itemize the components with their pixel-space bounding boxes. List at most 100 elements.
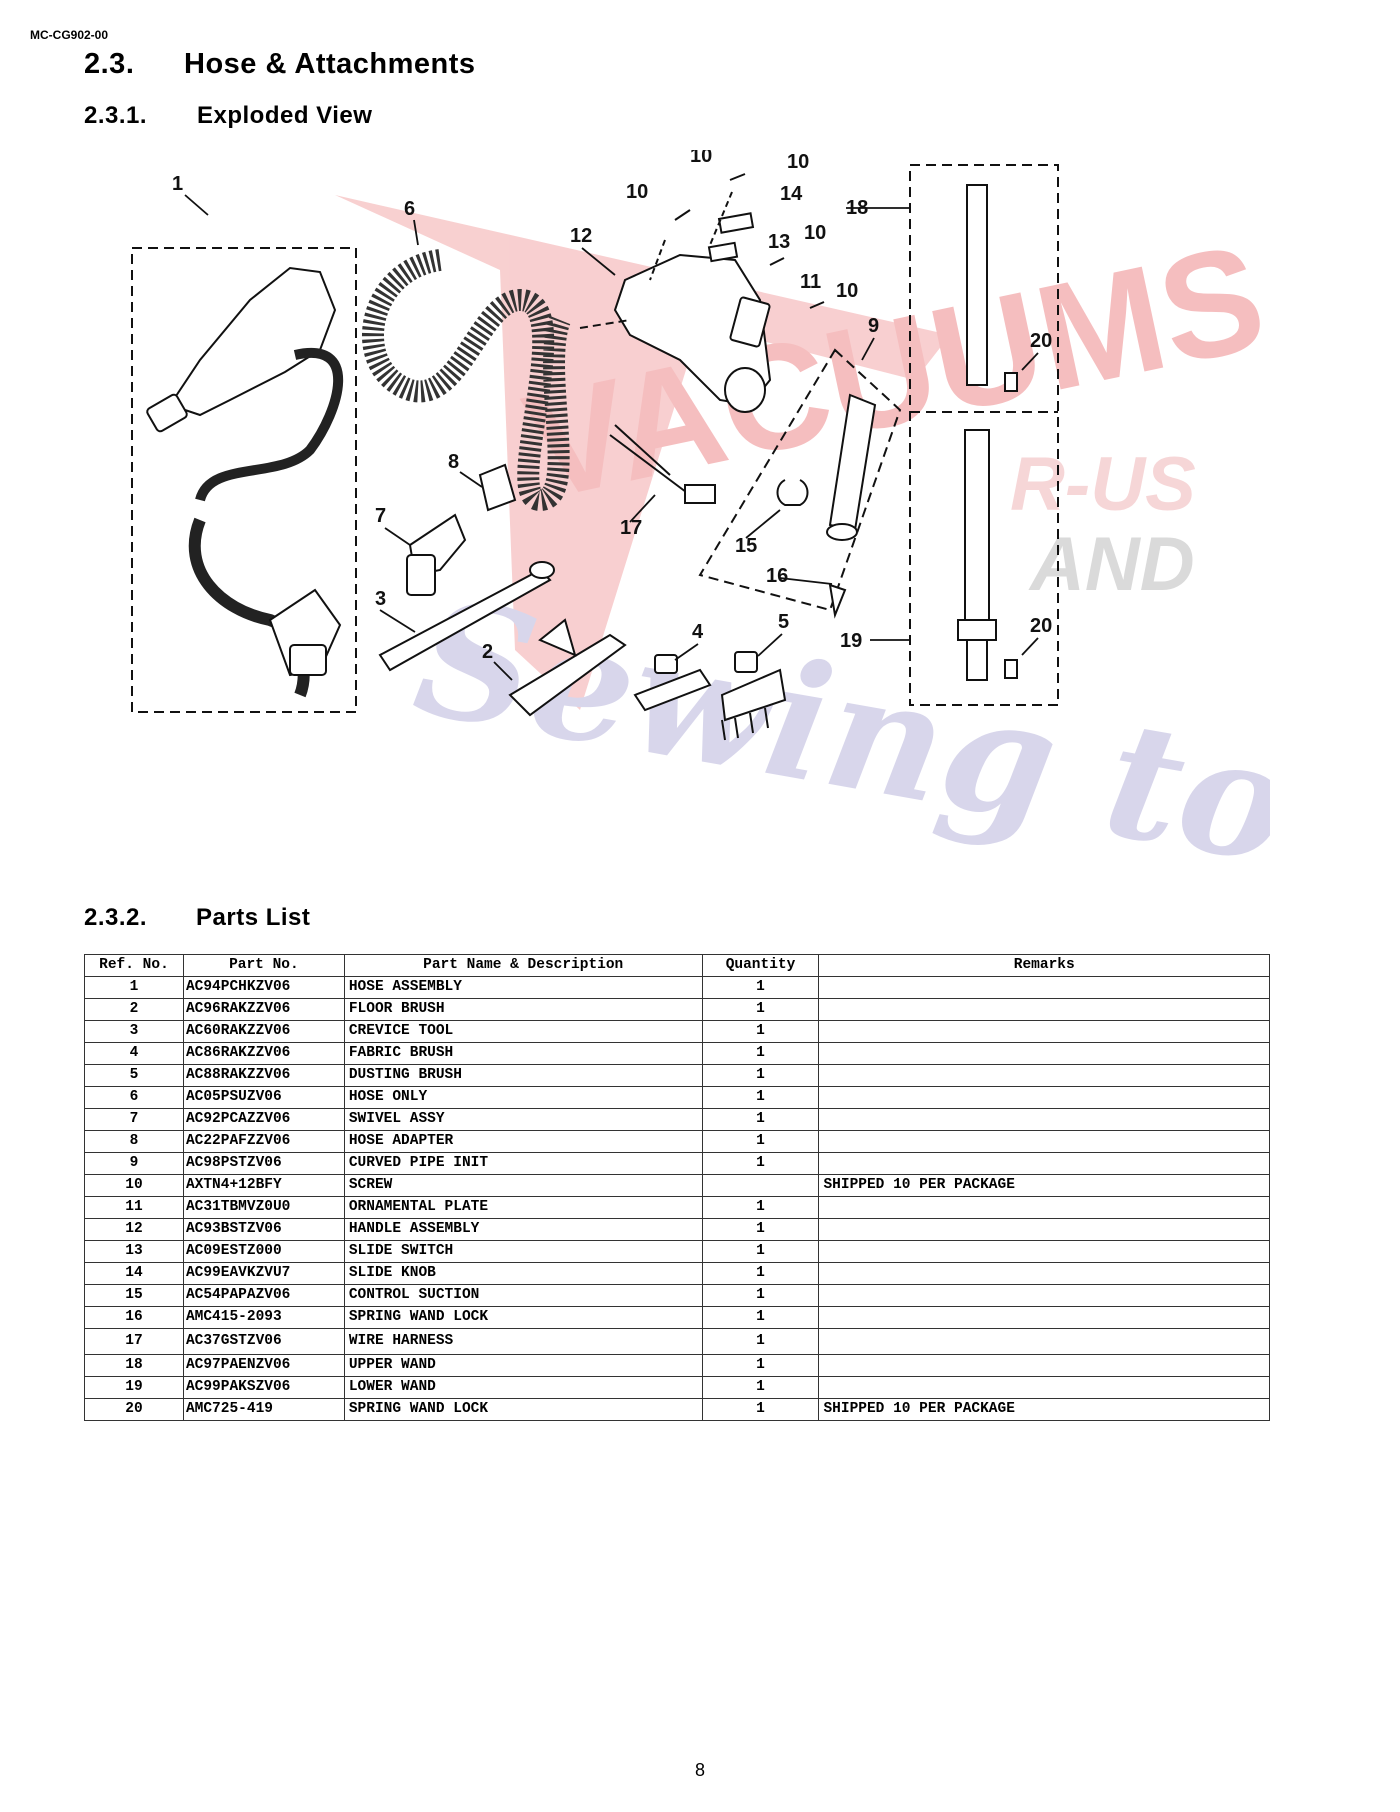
callout-10-d: 10 — [804, 222, 826, 244]
wand-parts — [909, 164, 1059, 706]
callout-10-b: 10 — [787, 151, 809, 173]
cell-remarks — [818, 976, 1270, 999]
exploded-view-number: 2.3.1. — [84, 102, 148, 129]
callout-7: 7 — [375, 505, 386, 527]
callout-3: 3 — [375, 588, 386, 610]
cell-ref: 20 — [84, 1398, 184, 1421]
cell-remarks — [818, 1218, 1270, 1241]
cell-part-no: AXTN4+12BFY — [182, 1174, 345, 1197]
cell-remarks — [818, 1064, 1270, 1087]
exploded-view-drawing: VACUUMS R-US AND Sewing too — [131, 150, 1270, 870]
cell-quantity: 1 — [701, 1398, 820, 1421]
cell-quantity: 1 — [701, 1130, 820, 1153]
cell-part-no: AMC725-419 — [182, 1398, 345, 1421]
callout-15: 15 — [735, 535, 757, 557]
hose-assembly-part — [131, 247, 357, 713]
cell-part-no: AC31TBMVZ0U0 — [182, 1196, 345, 1219]
cell-remarks — [818, 1086, 1270, 1109]
cell-quantity: 1 — [701, 1086, 820, 1109]
cell-quantity: 1 — [701, 1020, 820, 1043]
cell-remarks — [818, 1042, 1270, 1065]
cell-remarks — [818, 1196, 1270, 1219]
cell-part-no: AC93BSTZV06 — [182, 1218, 345, 1241]
cell-ref: 9 — [84, 1152, 184, 1175]
cell-ref: 6 — [84, 1086, 184, 1109]
cell-ref: 12 — [84, 1218, 184, 1241]
floor-brush-part — [508, 618, 627, 717]
cell-quantity: 1 — [701, 976, 820, 999]
cell-part-name: HOSE ONLY — [343, 1086, 703, 1109]
cell-part-no: AC94PCHKZV06 — [182, 976, 345, 999]
callout-9: 9 — [868, 315, 879, 337]
cell-part-no: AC99PAKSZV06 — [182, 1376, 345, 1399]
cell-remarks — [818, 1152, 1270, 1175]
cell-part-no: AMC415-2093 — [182, 1306, 345, 1329]
cell-part-no: AC98PSTZV06 — [182, 1152, 345, 1175]
cell-ref: 2 — [84, 998, 184, 1021]
swivel-and-adapter-parts — [406, 463, 517, 596]
cell-remarks — [818, 1020, 1270, 1043]
parts-list-heading: 2.3.2.Parts List — [84, 904, 310, 932]
header-quantity: Quantity — [701, 954, 820, 977]
callout-1: 1 — [172, 173, 183, 195]
cell-part-name: HOSE ASSEMBLY — [343, 976, 703, 999]
callout-12: 12 — [570, 225, 592, 247]
wire-harness-part — [609, 424, 716, 504]
cell-ref: 1 — [84, 976, 184, 999]
handle-assembly-part — [579, 253, 772, 413]
watermark: VACUUMS R-US AND Sewing too — [335, 195, 1270, 870]
cell-part-no: AC88RAKZZV06 — [182, 1064, 345, 1087]
header-part-no: Part No. — [182, 954, 345, 977]
cell-remarks — [818, 1108, 1270, 1131]
cell-quantity: 1 — [701, 1196, 820, 1219]
cell-quantity: 1 — [701, 1262, 820, 1285]
cell-quantity: 1 — [701, 1152, 820, 1175]
cell-part-name: SLIDE KNOB — [343, 1262, 703, 1285]
header-part-name: Part Name & Description — [343, 954, 703, 977]
fabric-and-dusting-brushes — [633, 651, 787, 741]
table-header-row: Ref. No. Part No. Part Name & Descriptio… — [84, 954, 1270, 977]
cell-part-name: SPRING WAND LOCK — [343, 1306, 703, 1329]
section-number: 2.3. — [84, 48, 135, 80]
cell-part-no: AC92PCAZZV06 — [182, 1108, 345, 1131]
crevice-tool-part — [378, 561, 555, 672]
curved-pipe-unit-part — [698, 348, 902, 619]
hose-only-part — [362, 249, 571, 512]
cell-ref: 11 — [84, 1196, 184, 1219]
page-number: 8 — [694, 1760, 705, 1780]
cell-ref: 7 — [84, 1108, 184, 1131]
callout-20-b: 20 — [1030, 615, 1052, 637]
cell-quantity: 1 — [701, 1240, 820, 1263]
section-title: Hose & Attachments — [184, 48, 476, 80]
cell-part-name: ORNAMENTAL PLATE — [343, 1196, 703, 1219]
document-code: MC-CG902-00 — [30, 28, 109, 42]
cell-part-no: AC37GSTZV06 — [182, 1328, 345, 1355]
cell-part-name: FLOOR BRUSH — [343, 998, 703, 1021]
callout-10-e: 10 — [836, 280, 858, 302]
cell-part-name: HANDLE ASSEMBLY — [343, 1218, 703, 1241]
cell-ref: 15 — [84, 1284, 184, 1307]
cell-part-name: FABRIC BRUSH — [343, 1042, 703, 1065]
cell-quantity: 1 — [701, 1108, 820, 1131]
cell-remarks: SHIPPED 10 PER PACKAGE — [818, 1398, 1270, 1421]
cell-remarks — [818, 1328, 1270, 1355]
cell-part-no: AC86RAKZZV06 — [182, 1042, 345, 1065]
cell-part-no: AC97PAENZV06 — [182, 1354, 345, 1377]
exploded-view-heading: 2.3.1. Exploded View — [84, 102, 372, 130]
cell-remarks — [818, 1240, 1270, 1263]
cell-part-name: UPPER WAND — [343, 1354, 703, 1377]
callout-14: 14 — [780, 183, 803, 205]
cell-remarks — [818, 1284, 1270, 1307]
exploded-view-title: Exploded View — [197, 102, 373, 129]
cell-remarks — [818, 1306, 1270, 1329]
